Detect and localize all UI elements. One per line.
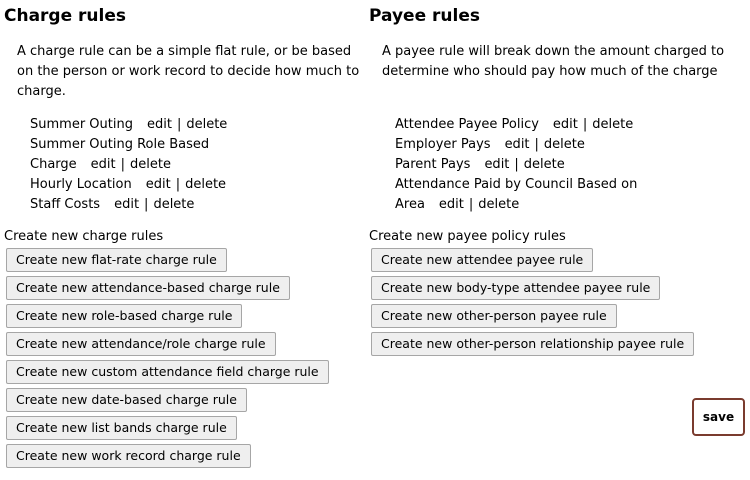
- create-payee-rules-label: Create new payee policy rules: [369, 229, 566, 244]
- list-item: Summer Outing edit | delete: [30, 115, 350, 135]
- rule-name: Summer Outing: [30, 117, 133, 132]
- rule-name: Hourly Location: [30, 177, 132, 192]
- edit-link[interactable]: edit: [90, 157, 116, 172]
- create-date-based-charge-rule-button[interactable]: Create new date-based charge rule: [6, 388, 247, 412]
- save-button[interactable]: save: [692, 398, 745, 436]
- delete-link[interactable]: delete: [130, 157, 171, 172]
- rule-name: Summer Outing Role Based Charge: [30, 137, 210, 172]
- payee-rules-title: Payee rules: [369, 6, 480, 26]
- create-charge-rules-label: Create new charge rules: [4, 229, 164, 244]
- create-attendance-based-charge-rule-button[interactable]: Create new attendance-based charge rule: [6, 276, 290, 300]
- create-attendance-role-charge-rule-button[interactable]: Create new attendance/role charge rule: [6, 332, 276, 356]
- separator: |: [144, 197, 149, 212]
- delete-link[interactable]: delete: [186, 117, 228, 132]
- delete-link[interactable]: delete: [478, 197, 520, 212]
- edit-link[interactable]: edit: [552, 117, 578, 132]
- list-item: Parent Pays edit | delete: [395, 155, 743, 175]
- rule-name: Attendance Paid by Council Based on Area: [395, 177, 638, 212]
- create-work-record-charge-rule-button[interactable]: Create new work record charge rule: [6, 444, 251, 468]
- payee-rules-list: Attendee Payee Policy edit | delete Employe…: [395, 115, 743, 215]
- charge-rules-description: A charge rule can be a simple flat rule,…: [17, 44, 360, 99]
- separator: |: [534, 137, 539, 152]
- list-item: Employer Pays edit | delete: [395, 135, 743, 155]
- delete-link[interactable]: delete: [543, 137, 585, 152]
- separator: |: [120, 157, 126, 172]
- edit-link[interactable]: edit: [484, 157, 510, 172]
- edit-link[interactable]: edit: [145, 177, 171, 192]
- separator: |: [468, 197, 474, 212]
- create-custom-attendance-field-charge-rule-button[interactable]: Create new custom attendance field charg…: [6, 360, 329, 384]
- create-list-bands-charge-rule-button[interactable]: Create new list bands charge rule: [6, 416, 237, 440]
- delete-link[interactable]: delete: [523, 157, 565, 172]
- create-other-person-relationship-payee-rule-button[interactable]: Create new other-person relationship pay…: [371, 332, 695, 356]
- delete-link[interactable]: delete: [153, 197, 195, 212]
- charge-rules-list: Summer Outing edit | delete Summer Outing R…: [30, 115, 350, 215]
- rule-name: Parent Pays: [395, 157, 471, 172]
- edit-link[interactable]: edit: [146, 117, 172, 132]
- list-item: Attendee Payee Policy edit | delete: [395, 115, 743, 135]
- edit-link[interactable]: edit: [438, 197, 464, 212]
- payee-rules-description: A payee rule will break down the amount …: [382, 44, 725, 79]
- edit-link[interactable]: edit: [114, 197, 140, 212]
- create-body-type-attendee-payee-rule-button[interactable]: Create new body-type attendee payee rule: [371, 276, 661, 300]
- separator: |: [514, 157, 519, 172]
- create-payee-rule-buttons: Create new attendee payee rule Create ne…: [371, 248, 695, 360]
- rule-name: Employer Pays: [395, 137, 491, 152]
- create-attendee-payee-rule-button[interactable]: Create new attendee payee rule: [371, 248, 594, 272]
- create-other-person-payee-rule-button[interactable]: Create new other-person payee rule: [371, 304, 617, 328]
- rule-name: Attendee Payee Policy: [395, 117, 539, 132]
- separator: |: [582, 117, 588, 132]
- separator: |: [175, 177, 181, 192]
- create-flat-rate-charge-rule-button[interactable]: Create new flat-rate charge rule: [6, 248, 227, 272]
- rule-name: Staff Costs: [30, 197, 101, 212]
- delete-link[interactable]: delete: [592, 117, 634, 132]
- edit-link[interactable]: edit: [504, 137, 530, 152]
- create-role-based-charge-rule-button[interactable]: Create new role-based charge rule: [6, 304, 243, 328]
- list-item: Attendance Paid by Council Based on Area…: [395, 175, 743, 215]
- delete-link[interactable]: delete: [185, 177, 227, 192]
- list-item: Hourly Location edit | delete: [30, 175, 350, 195]
- separator: |: [176, 117, 182, 132]
- charge-rules-title: Charge rules: [4, 6, 127, 26]
- create-charge-rule-buttons: Create new flat-rate charge rule Create …: [6, 248, 329, 472]
- list-item: Staff Costs edit | delete: [30, 195, 350, 215]
